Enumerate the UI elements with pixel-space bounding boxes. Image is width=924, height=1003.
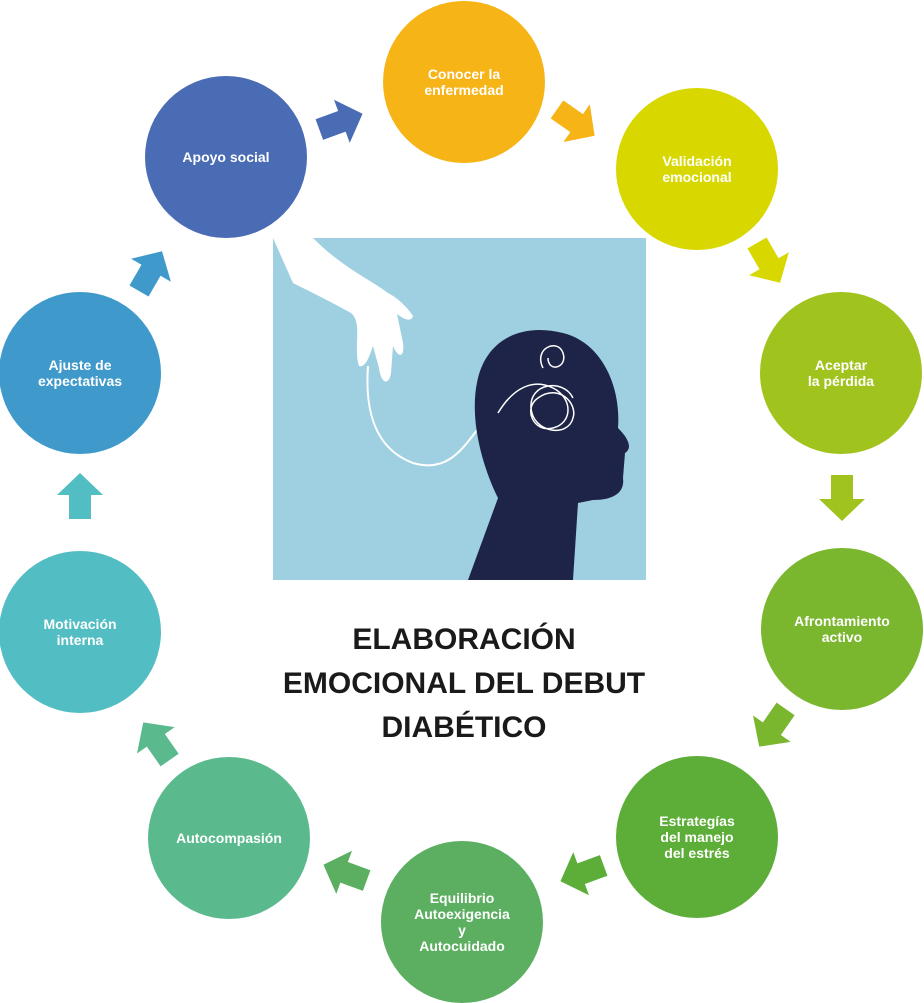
step-afrontamiento-activo: Afrontamiento activo [761, 548, 923, 710]
flow-arrow-icon [315, 99, 363, 143]
flow-arrow-icon [57, 473, 103, 519]
flow-arrow-icon [753, 702, 795, 747]
flow-arrow-icon [323, 850, 371, 894]
step-motivacion-interna: Motivación interna [0, 551, 161, 713]
step-validacion-emocional: Validación emocional [616, 88, 778, 250]
step-autocompasion: Autocompasión [148, 757, 310, 919]
flow-arrow-icon [819, 475, 865, 521]
step-aceptar-perdida: Aceptar la pérdida [760, 292, 922, 454]
illustration-hand-pulling-thread-from-head [273, 238, 646, 580]
step-label: Ajuste de expectativas [37, 357, 123, 389]
step-label: Motivación interna [43, 616, 117, 648]
step-label: Afrontamiento activo [794, 613, 890, 645]
flow-arrow-icon [560, 852, 608, 896]
step-label: Validación emocional [662, 153, 732, 185]
step-label: Equilibrio Autoexigencia y Autocuidado [414, 890, 510, 954]
flow-arrow-icon [550, 100, 595, 142]
step-label: Apoyo social [182, 149, 270, 165]
step-label: Autocompasión [176, 830, 282, 846]
flow-arrow-icon [137, 722, 179, 767]
flow-arrow-icon [747, 237, 789, 283]
step-label: Estrategías del manejo del estrés [659, 813, 735, 861]
flow-arrow-icon [129, 251, 171, 297]
diagram-title: ELABORACIÓN EMOCIONAL DEL DEBUT DIABÉTIC… [282, 623, 646, 744]
step-ajuste-expectativas: Ajuste de expectativas [0, 292, 161, 454]
step-estrategias-estres: Estrategías del manejo del estrés [616, 756, 778, 918]
step-label: Conocer la enfermedad [424, 66, 504, 98]
step-conocer-enfermedad: Conocer la enfermedad [383, 1, 545, 163]
step-label: Aceptar la pérdida [807, 357, 875, 389]
step-equilibrio: Equilibrio Autoexigencia y Autocuidado [381, 841, 543, 1003]
step-apoyo-social: Apoyo social [145, 76, 307, 238]
